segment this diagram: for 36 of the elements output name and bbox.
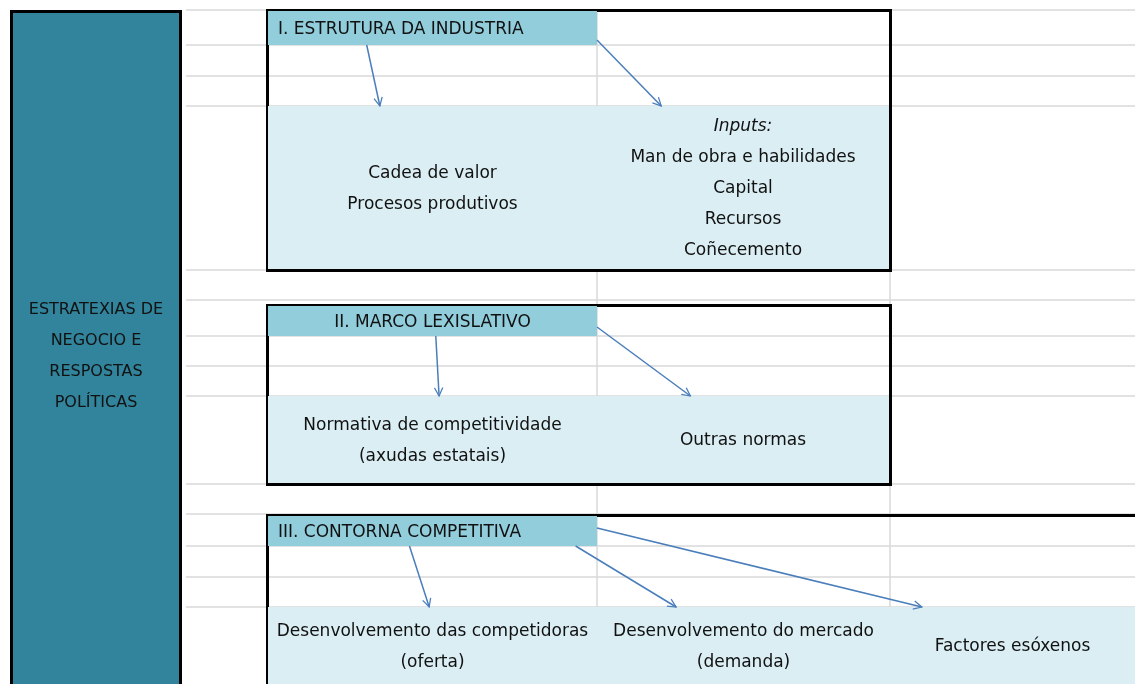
arrow [433, 335, 444, 397]
section-frame [266, 304, 892, 486]
label-text: Capital [713, 176, 773, 199]
arrow [596, 39, 662, 107]
section-frame [266, 514, 1135, 684]
label-text: Recursos [704, 207, 782, 230]
label-text: ESTRATEXIAS DE NEGOCIO E RESPOSTAS POLÍTICAS [27, 298, 165, 413]
label-text: Man de obra e habilidades [630, 145, 856, 168]
label-text: Normativa de competitividade (axudas estatais) [302, 412, 563, 467]
label-text: Coñecemento [683, 238, 803, 261]
strategy-band [10, 10, 182, 684]
label-text: Cadea de valor [368, 160, 497, 184]
label-text: Desenvolvemento do mercado (demanda) [612, 618, 875, 673]
content-cell [268, 396, 597, 483]
arrow [574, 545, 677, 608]
content-cell [597, 106, 889, 269]
arrow [596, 326, 692, 397]
arrow [408, 545, 432, 608]
content-cell [890, 607, 1135, 684]
section-heading [268, 306, 597, 336]
content-cell [268, 607, 597, 684]
section-frame [266, 9, 892, 272]
arrow [365, 44, 383, 107]
label-text: Desenvolvemento das competidoras (oferta) [276, 618, 589, 673]
label-text: Inputs: [713, 114, 773, 137]
label-text: Factores esóxenos [934, 634, 1091, 657]
section-heading [268, 11, 597, 45]
label-text: III. CONTORNA COMPETITIVA [278, 521, 522, 541]
section-heading [268, 516, 597, 546]
content-cell [268, 106, 597, 269]
arrow [596, 527, 923, 610]
label-text: I. ESTRUTURA DA INDUSTRIA [278, 18, 524, 38]
label-text: II. MARCO LEXISLATIVO [334, 311, 531, 331]
label-text: Outras normas [679, 428, 807, 451]
label-text: Procesos produtivos [347, 191, 518, 215]
content-cell [597, 396, 889, 483]
